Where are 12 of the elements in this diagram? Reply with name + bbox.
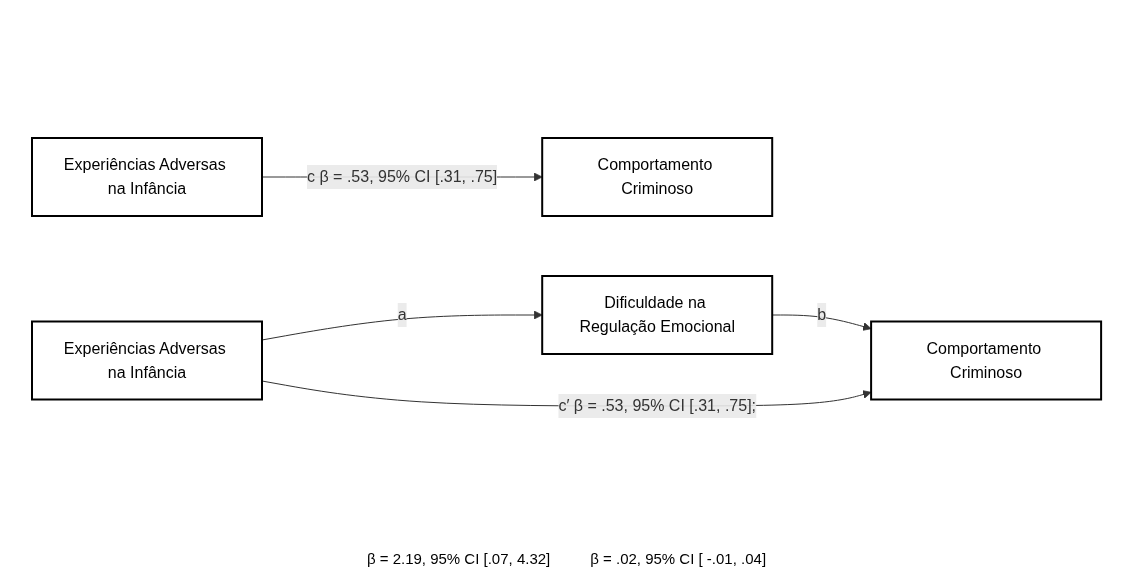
arrow [261,310,543,341]
node-box: Comportamento Criminoso [541,137,774,217]
edge-label: a [397,306,407,323]
node-box: Dificuldade na Regulação Emocional [541,275,774,355]
coefficient-note: β = 2.19, 95% CI [.07, 4.32] [366,550,551,567]
coefficient-note: β = .02, 95% CI [ -.01, .04] [590,550,767,567]
node-box: Experiências Adversas na Infância [30,320,263,401]
edge-label: c β = .53, 95% CI [.31, .75] [306,168,498,185]
node-box: Comportamento Criminoso [870,320,1103,401]
edge-label: c′ β = .53, 95% CI [.31, .75]; [558,397,756,414]
edge-label: b [817,306,827,323]
node-box: Experiências Adversas na Infância [30,137,263,217]
